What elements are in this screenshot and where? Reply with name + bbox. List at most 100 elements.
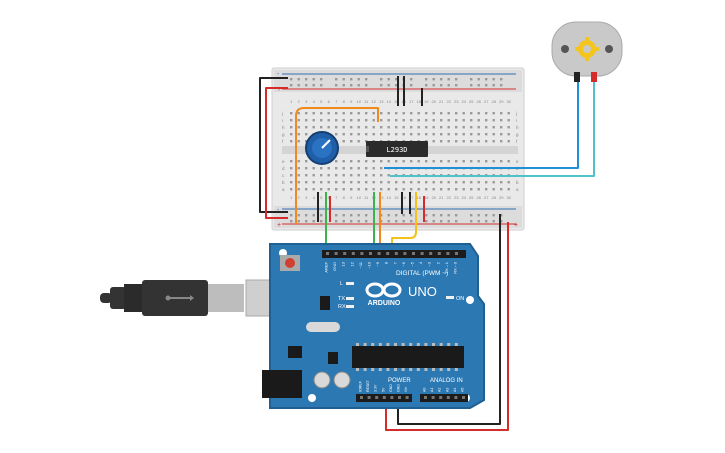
column-number: 19 xyxy=(424,195,429,200)
header-pin-label: 12 xyxy=(349,261,354,266)
row-letter: e xyxy=(282,159,285,164)
chip-label: L293D xyxy=(386,146,407,154)
column-number: 20 xyxy=(431,99,436,104)
column-number: 6 xyxy=(328,99,331,104)
wires xyxy=(259,77,595,431)
column-number: 3 xyxy=(305,99,308,104)
arduino-infinity-logo-icon xyxy=(365,282,402,298)
column-number: 4 xyxy=(313,99,316,104)
rail-minus-top: - xyxy=(277,71,280,78)
arduino-model: UNO xyxy=(408,284,437,299)
column-number: 22 xyxy=(446,99,451,104)
column-number: 30 xyxy=(506,99,511,104)
column-number: 20 xyxy=(431,195,436,200)
column-number: 21 xyxy=(439,195,444,200)
column-number: 25 xyxy=(469,99,474,104)
power-pin-label: IOREF xyxy=(359,380,363,392)
row-letter: h xyxy=(282,125,285,130)
potentiometer-icon[interactable] xyxy=(305,131,339,165)
column-number: 28 xyxy=(491,195,496,200)
column-number: 29 xyxy=(499,195,504,200)
driver-chip[interactable]: L293D xyxy=(366,141,428,157)
row-letter: a xyxy=(282,187,285,192)
row-letter: b xyxy=(516,180,519,185)
column-number: 8 xyxy=(343,195,346,200)
column-number: 17 xyxy=(409,195,414,200)
power-pin-label: 3.3V xyxy=(374,384,378,392)
row-letter: a xyxy=(516,187,519,192)
power-label: POWER xyxy=(388,378,411,384)
column-number: 18 xyxy=(416,99,421,104)
arduino-logo-text: ARDUINO xyxy=(368,300,401,307)
analog-label: ANALOG IN xyxy=(430,378,463,384)
column-number: 14 xyxy=(386,99,391,104)
column-number: 19 xyxy=(424,99,429,104)
analog-pin-label: A4 xyxy=(453,388,457,392)
analog-pin-label: A5 xyxy=(461,388,465,392)
column-number: 25 xyxy=(469,195,474,200)
power-pin-label: GND xyxy=(397,384,401,392)
column-number: 4 xyxy=(313,195,316,200)
header-pin-label: ~9 xyxy=(375,261,380,266)
column-number: 23 xyxy=(454,99,459,104)
column-number: 27 xyxy=(484,99,489,104)
rail-plus-top: + xyxy=(277,86,281,93)
column-number: 5 xyxy=(320,195,323,200)
row-letter: f xyxy=(282,139,284,144)
analog-pin-label: A0 xyxy=(423,388,427,392)
column-number: 21 xyxy=(439,99,444,104)
power-pin-label: RESET xyxy=(366,379,370,392)
column-number: 9 xyxy=(350,99,353,104)
usb-plug-icon[interactable] xyxy=(100,279,299,317)
column-number: 18 xyxy=(416,195,421,200)
header-pin-label: RX←0 xyxy=(453,261,458,274)
column-number: 13 xyxy=(379,195,384,200)
column-number: 26 xyxy=(476,99,481,104)
column-number: 11 xyxy=(364,99,369,104)
column-number: 29 xyxy=(499,99,504,104)
column-number: 1 xyxy=(290,195,293,200)
column-number: 7 xyxy=(335,195,338,200)
row-letter: e xyxy=(516,159,519,164)
column-number: 2 xyxy=(298,99,301,104)
column-number: 10 xyxy=(356,195,361,200)
header-pin-label: TX→1 xyxy=(444,261,449,273)
rail-plus-bottom: + xyxy=(277,222,281,229)
analog-pin-label: A1 xyxy=(430,388,434,392)
column-number: 28 xyxy=(491,99,496,104)
dc-motor-icon[interactable] xyxy=(551,21,623,82)
column-number: 7 xyxy=(335,99,338,104)
column-number: 1 xyxy=(290,99,293,104)
header-pin-label: 8 xyxy=(384,261,389,264)
led-l-label: L xyxy=(340,281,343,287)
header-pin-label: ~5 xyxy=(410,261,415,266)
header-pin-label: 2 xyxy=(435,261,440,264)
rail-plus-right: + xyxy=(514,222,518,229)
row-letter: c xyxy=(282,173,285,178)
row-letter: h xyxy=(516,125,519,130)
header-pin-label: GND xyxy=(332,262,337,271)
row-letter: j xyxy=(281,111,283,116)
column-number: 17 xyxy=(409,99,414,104)
column-number: 22 xyxy=(446,195,451,200)
column-number: 3 xyxy=(305,195,308,200)
column-number: 8 xyxy=(343,99,346,104)
header-pin-label: AREF xyxy=(324,261,329,272)
header-pin-label: ~10 xyxy=(367,261,372,269)
column-number: 12 xyxy=(371,99,376,104)
column-number: 11 xyxy=(364,195,369,200)
row-letter: j xyxy=(515,111,517,116)
column-number: 9 xyxy=(350,195,353,200)
analog-pin-label: A3 xyxy=(445,388,449,392)
led-tx-label: TX xyxy=(338,296,345,302)
column-number: 14 xyxy=(386,195,391,200)
column-number: 26 xyxy=(476,195,481,200)
row-letter: g xyxy=(516,132,519,137)
column-number: 24 xyxy=(461,99,466,104)
column-number: 2 xyxy=(298,195,301,200)
column-number: 10 xyxy=(356,99,361,104)
rail-jumpers xyxy=(317,76,425,222)
header-pin-label: ~3 xyxy=(427,261,432,266)
